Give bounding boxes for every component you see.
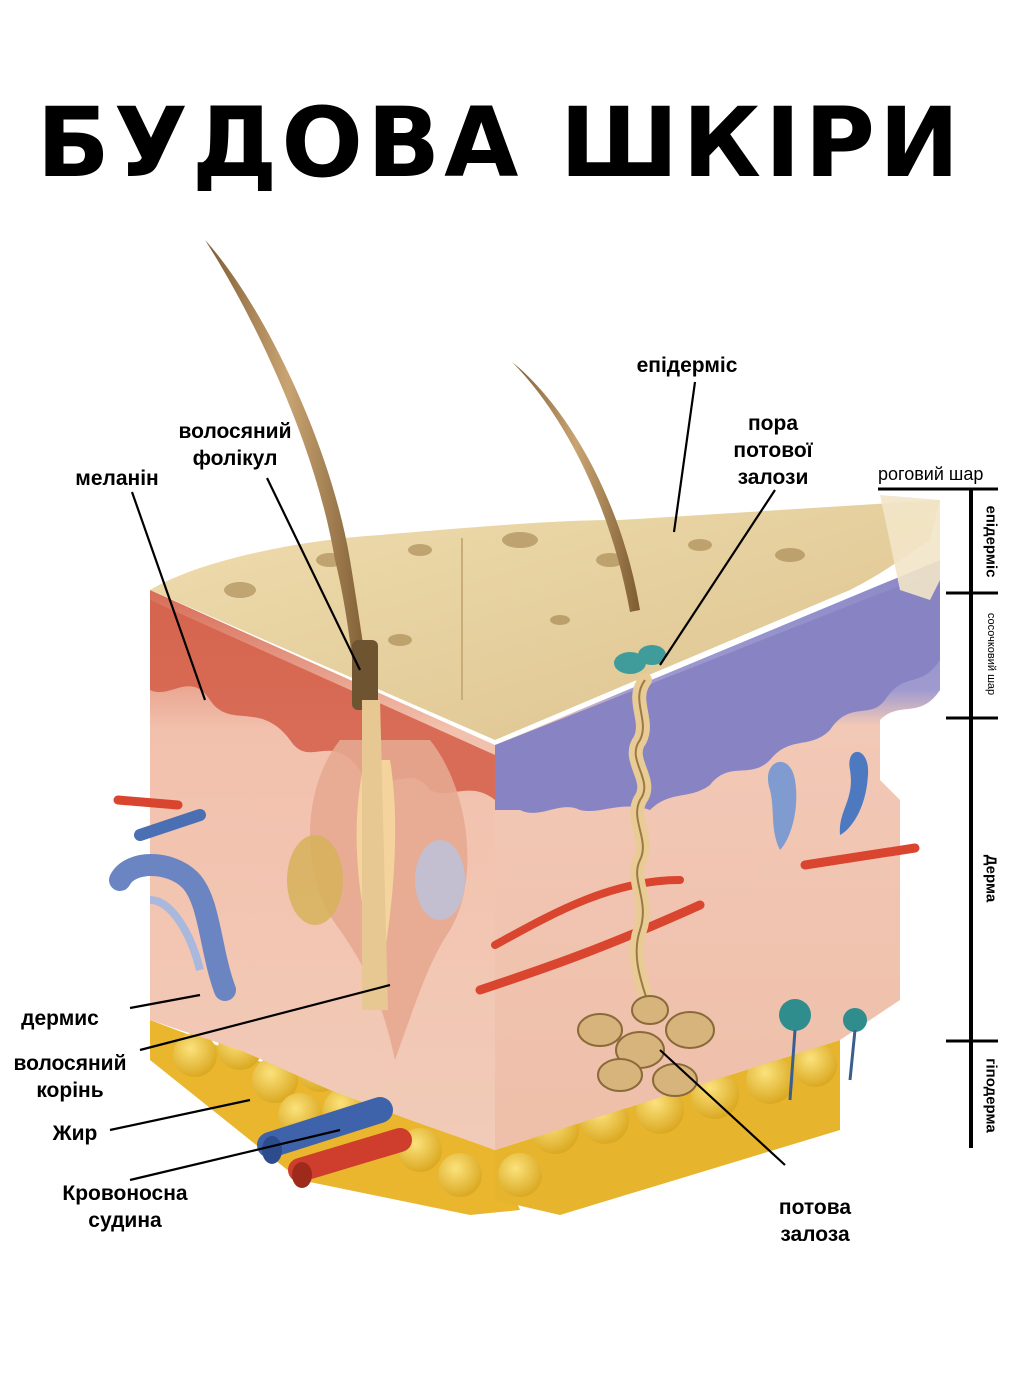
label-epidermis: епідерміс — [636, 354, 738, 377]
hair-shafts — [205, 240, 640, 1010]
sensory-receptors — [767, 751, 869, 1101]
scale-epidermis: епідерміс — [982, 505, 1000, 578]
label-sweat-gland: потова залоза — [778, 1196, 852, 1246]
label-blood-vessel: Кровоносна судина — [62, 1182, 188, 1232]
label-fat: Жир — [52, 1122, 98, 1145]
layer-scale — [878, 487, 998, 1148]
label-hair-follicle: волосяний фолікул — [178, 420, 292, 470]
sweat-gland — [577, 645, 715, 1097]
leader-lines — [109, 381, 786, 1182]
scale-hypodermis: гіподерма — [982, 1058, 1000, 1133]
scale-derma: Дерма — [982, 854, 1000, 903]
page-title: БУДОВА ШКІРИ — [36, 87, 964, 199]
label-dermis: дермис — [21, 1007, 99, 1030]
label-sweat-pore: пора потової залози — [733, 412, 813, 489]
label-melanin: меланін — [75, 467, 159, 490]
nerve-bundle — [109, 854, 236, 1001]
epidermis-right-band — [495, 570, 940, 813]
label-hair-root: волосяний корінь — [13, 1052, 127, 1102]
scale-stratum-corneum: роговий шар — [878, 464, 984, 484]
scale-papillary-layer: сосочковий шар — [985, 612, 997, 696]
blood-vessels — [113, 795, 920, 1188]
